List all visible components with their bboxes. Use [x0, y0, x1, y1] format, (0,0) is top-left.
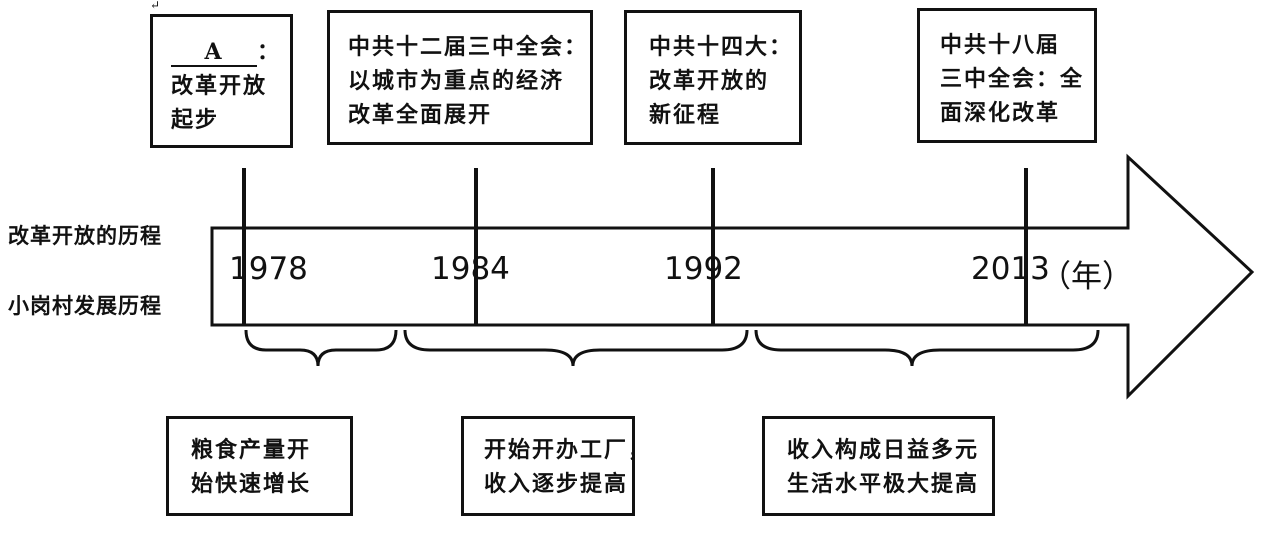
event-box-1978-line-2: 起步: [171, 107, 220, 133]
brace-1992-2013: [754, 329, 1100, 367]
year-1984: 1984: [431, 251, 510, 287]
village-box-3-line-1: 收入构成日益多元: [787, 437, 980, 463]
village-box-1984-1992: 开始开办工厂， 收入逐步提高: [461, 416, 635, 516]
event-box-1992: 中共十四大： 改革开放的 新征程: [624, 10, 802, 145]
village-box-2-line-2: 收入逐步提高: [484, 471, 629, 497]
village-box-3-line-2: 生活水平极大提高: [787, 471, 980, 497]
answer-blank-A: A: [171, 39, 257, 67]
year-2013: 2013: [971, 251, 1050, 287]
event-box-1978-title: A：: [171, 35, 290, 69]
event-box-1984: 中共十二届三中全会： 以城市为重点的经济 改革全面展开: [327, 10, 593, 145]
event-box-1978: A： 改革开放 起步: [150, 14, 293, 148]
village-box-1-line-1: 粮食产量开: [191, 437, 312, 463]
event-box-2013-line-3: 面深化改革: [940, 100, 1061, 126]
row-label-reform: 改革开放的历程: [8, 223, 162, 248]
blank-colon: ：: [257, 39, 282, 65]
event-box-1978-line-1: 改革开放: [171, 73, 268, 99]
event-box-1992-line-1: 中共十四大：: [649, 34, 794, 60]
brace-1978-1984: [244, 329, 398, 367]
event-box-2013-line-1: 中共十八届: [940, 32, 1061, 58]
village-box-1992-2013: 收入构成日益多元 生活水平极大提高: [762, 416, 995, 516]
event-box-2013: 中共十八届 三中全会：全 面深化改革: [917, 8, 1097, 143]
village-box-1-line-2: 始快速增长: [191, 471, 312, 497]
year-1992: 1992: [664, 251, 743, 287]
event-box-1992-line-3: 新征程: [649, 102, 722, 128]
event-box-1984-line-2: 以城市为重点的经济: [348, 68, 565, 94]
timeline-arrow: [210, 153, 1255, 400]
village-box-2-line-1: 开始开办工厂，: [484, 437, 632, 463]
year-1978: 1978: [229, 251, 308, 287]
brace-1984-1992: [403, 329, 749, 367]
year-unit: （年）: [1040, 259, 1133, 295]
paragraph-mark: ↵: [150, 0, 161, 12]
village-box-1978-1984: 粮食产量开 始快速增长: [166, 416, 353, 516]
event-box-2013-line-2: 三中全会：全: [940, 66, 1085, 92]
event-box-1984-line-1: 中共十二届三中全会：: [348, 34, 589, 60]
event-box-1984-line-3: 改革全面展开: [348, 102, 493, 128]
row-label-xiaogang: 小岗村发展历程: [8, 293, 162, 318]
event-box-1992-line-2: 改革开放的: [649, 68, 770, 94]
